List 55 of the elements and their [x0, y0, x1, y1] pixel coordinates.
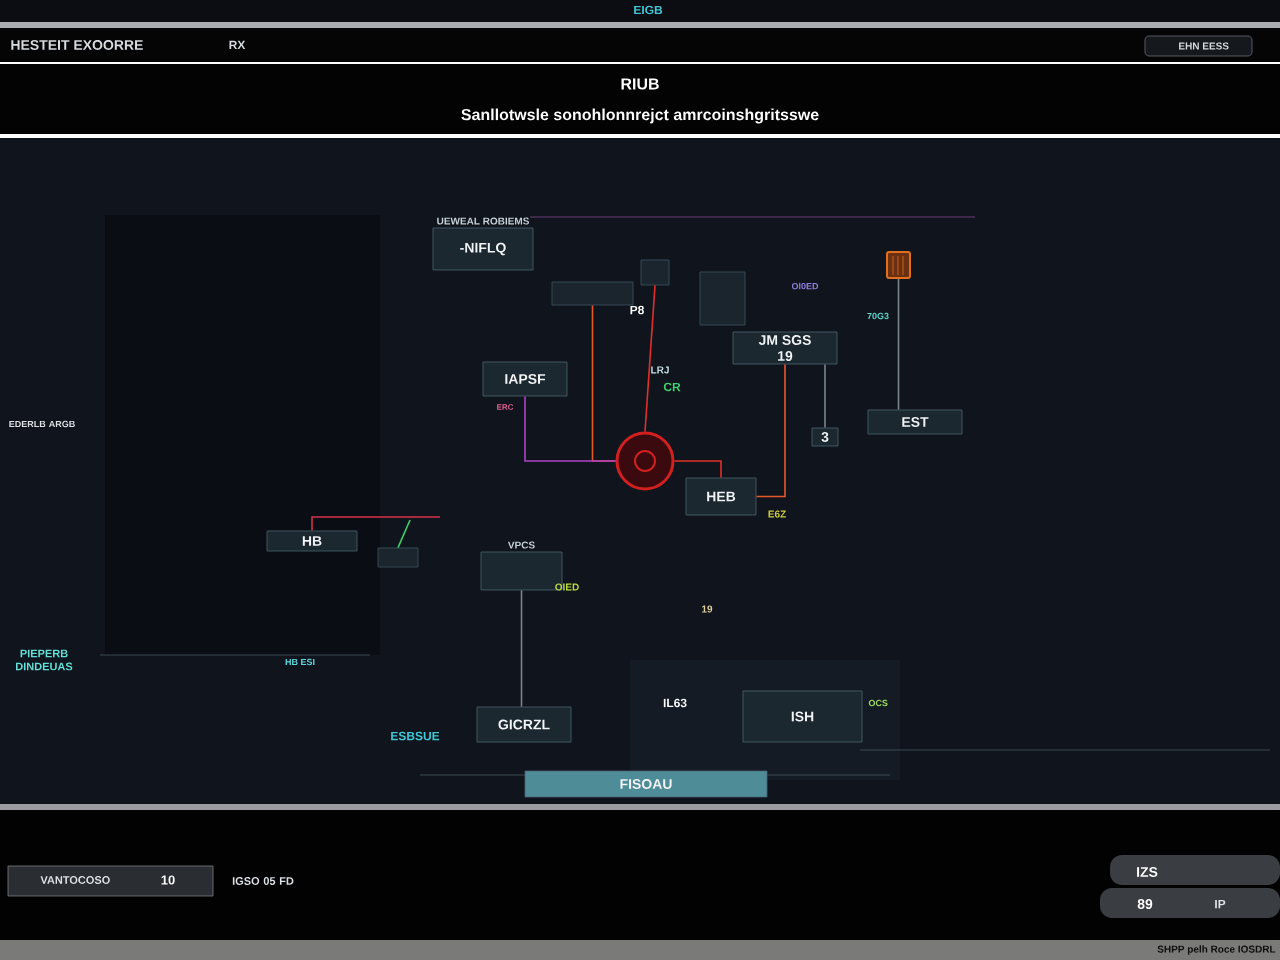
- search-text: EHN EESS: [1179, 42, 1229, 50]
- connector-line: [644, 284, 656, 433]
- connector-line: [520, 589, 523, 708]
- signal-label: IL63: [663, 698, 687, 708]
- process-box: EST: [867, 409, 963, 435]
- window-title: EIGB: [634, 5, 663, 15]
- connector-line: [397, 519, 411, 549]
- signal-label: HB ESI: [285, 658, 315, 666]
- signal-label: ESBSUE: [391, 731, 440, 741]
- side-note: EDERLB ARGB: [9, 420, 75, 428]
- connector-line: [824, 363, 826, 429]
- connector-line: [897, 278, 900, 411]
- process-box: JM SGS 19: [732, 331, 838, 365]
- panel-box: -NIFLQ: [432, 227, 534, 271]
- signal-label: ERC: [497, 404, 514, 410]
- box-heading: UEWEAL ROBIEMS: [437, 217, 529, 225]
- menu-text: HESTEIT EXOORRE: [11, 40, 143, 50]
- process-box: GICRZL: [476, 706, 572, 743]
- connector-line: [524, 395, 617, 462]
- target-drawing: [615, 431, 675, 491]
- node-caption: OCS: [868, 699, 888, 707]
- small-box: 3: [811, 427, 839, 447]
- menu-text: RX: [229, 40, 246, 50]
- signal-label: LRJ: [651, 366, 669, 374]
- control-text: IZS: [1137, 867, 1158, 877]
- connector-line: [311, 516, 441, 532]
- box-heading: VPCS: [507, 541, 535, 549]
- panel-box: [551, 281, 634, 306]
- process-box: ISH: [742, 690, 863, 743]
- side-note: PIEPERB DINDEUAS: [16, 649, 73, 671]
- status-text: IGSO 05 FD: [232, 877, 294, 885]
- panel-box: [377, 547, 419, 568]
- barrel-icon: [886, 251, 911, 279]
- panel-box: [640, 259, 670, 286]
- connector-line: [755, 363, 786, 498]
- connector-line: [673, 460, 722, 479]
- process-box: HB: [266, 530, 358, 552]
- signal-label: CR: [663, 382, 681, 392]
- subtitle: Sanllotwsle sonohlonnrejct amrcoinshgritsswe: [461, 108, 819, 124]
- signal-label: 19: [702, 605, 713, 613]
- status-bar: FISOAU: [524, 770, 768, 798]
- control-text: 89: [1137, 899, 1153, 909]
- signal-label: OIED: [555, 583, 579, 591]
- title: RIUB: [621, 78, 659, 90]
- status-value: 10: [161, 875, 175, 885]
- footer-text: SHPP pelh Roce IOSDRL: [1157, 945, 1276, 955]
- signal-label: 70G3: [867, 312, 889, 320]
- status-text: VANTOCOSO: [40, 876, 110, 884]
- process-box: HEB: [685, 477, 757, 516]
- panel-box: [699, 271, 746, 326]
- control-text: IP: [1215, 899, 1226, 909]
- signal-label: Ol0ED: [791, 282, 819, 290]
- signal-label: E6Z: [768, 510, 786, 518]
- signal-label: P8: [630, 305, 644, 315]
- process-box: IAPSF: [482, 361, 568, 397]
